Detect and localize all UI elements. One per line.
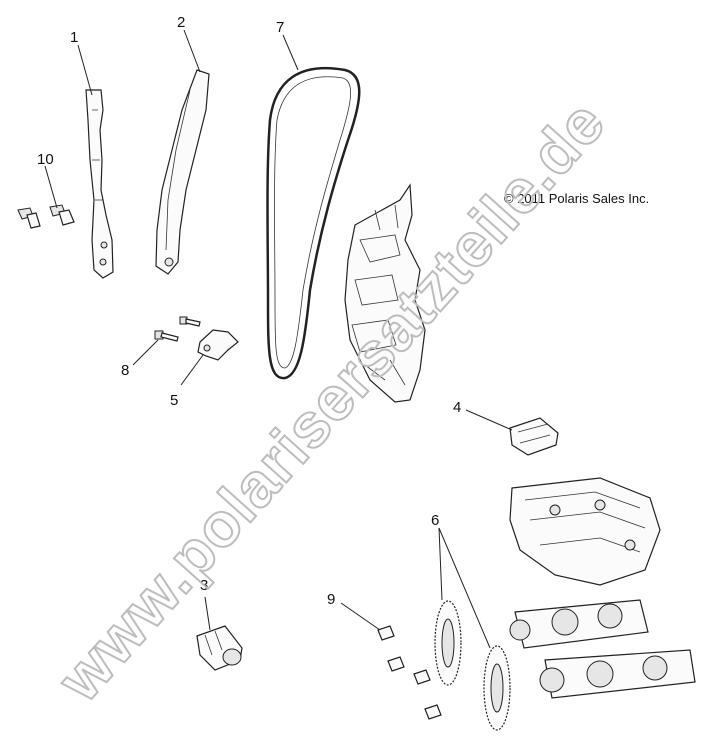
part-3-tensioner-plunger — [196, 625, 243, 671]
callout-10: 10 — [37, 151, 54, 168]
part-7-timing-chain — [266, 66, 361, 380]
part-6-sprockets — [434, 600, 511, 731]
callout-8: 8 — [121, 362, 129, 379]
callout-6: 6 — [431, 512, 439, 529]
part-2-tensioner-blade — [155, 69, 210, 275]
part-10-pins — [17, 204, 75, 229]
callout-1: 1 — [70, 29, 78, 46]
copyright-text: © 2011 Polaris Sales Inc. — [504, 191, 649, 206]
callout-5: 5 — [170, 392, 178, 409]
part-5-bracket — [197, 329, 239, 361]
part-8-bolts — [154, 316, 201, 342]
camshaft-carrier — [509, 477, 661, 586]
leader-lines — [44, 29, 513, 649]
camshafts — [509, 599, 696, 699]
cylinder-head-block — [344, 183, 426, 403]
callout-3: 3 — [200, 577, 208, 594]
callout-4: 4 — [453, 399, 461, 416]
callout-2: 2 — [177, 14, 185, 31]
part-9-bolts — [377, 625, 442, 720]
part-4-cap — [509, 417, 559, 456]
part-1-chain-guide — [85, 89, 114, 279]
callout-9: 9 — [327, 591, 335, 608]
callout-7: 7 — [276, 19, 284, 36]
